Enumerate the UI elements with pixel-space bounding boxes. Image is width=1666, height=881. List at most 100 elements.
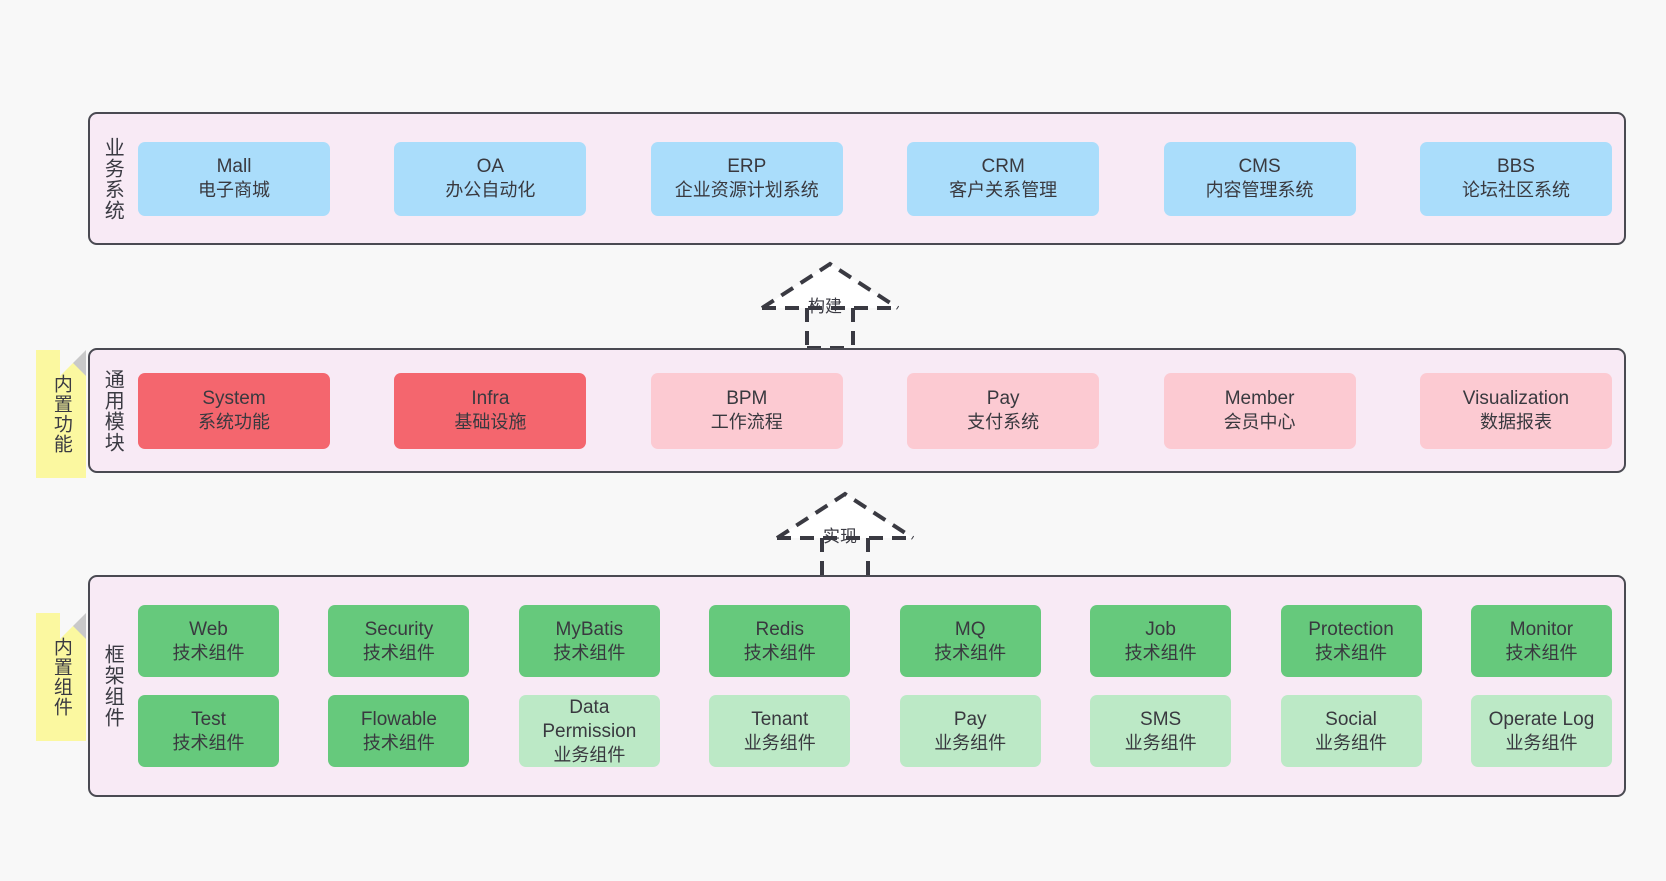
- component-card-desc: 技术组件: [172, 732, 245, 753]
- tech-component-card-name: Job: [1145, 618, 1176, 640]
- common-module-card-name: Infra: [471, 388, 510, 410]
- component-card-name: Test: [191, 708, 226, 730]
- component-card-desc: 业务组件: [934, 732, 1007, 753]
- component-card-name: Pay: [953, 708, 987, 730]
- business-system-card-name: BBS: [1496, 156, 1535, 178]
- business-system-card-desc: 企业资源计划系统: [674, 180, 819, 201]
- component-card-desc: 业务组件: [1315, 732, 1388, 753]
- tech-component-card-desc: 技术组件: [934, 642, 1007, 663]
- tech-component-card-desc: 技术组件: [1315, 642, 1388, 663]
- connector-implement: 实现: [765, 488, 925, 580]
- common-module-card-name: Pay: [986, 388, 1020, 410]
- business-system-card-desc: 电子商城: [198, 180, 270, 201]
- tech-component-card-name: Protection: [1308, 618, 1394, 640]
- layer-title-common-modules: 通用模块: [101, 368, 124, 453]
- component-card-name: Operate Log: [1488, 708, 1595, 730]
- component-card-name: Data Permission: [542, 696, 637, 742]
- tech-component-card-name: Monitor: [1509, 618, 1574, 640]
- common-module-card-name: System: [202, 388, 266, 410]
- component-card-desc: 业务组件: [743, 732, 816, 753]
- common-module-card-name: BPM: [726, 388, 768, 410]
- business-system-card-desc: 办公自动化: [445, 180, 536, 201]
- connector-implement-label: 实现: [823, 527, 857, 546]
- component-card-name: Social: [1325, 708, 1377, 730]
- business-system-card-name: ERP: [727, 156, 767, 178]
- tech-component-card-name: MQ: [954, 618, 986, 640]
- common-module-card-desc: 会员中心: [1223, 412, 1296, 433]
- common-module-card-desc: 数据报表: [1479, 412, 1552, 433]
- common-module-card-name: Visualization: [1462, 388, 1570, 410]
- tech-component-card-name: Web: [189, 618, 228, 640]
- sticky-fold-cut-icon: [60, 350, 86, 376]
- tech-component-card-desc: 技术组件: [172, 642, 245, 663]
- common-module-card-desc: 支付系统: [967, 412, 1040, 433]
- common-module-card-name: Member: [1224, 388, 1295, 410]
- business-system-card-name: CRM: [981, 156, 1025, 178]
- sticky-note-label: 内置功能: [50, 374, 72, 454]
- component-card-desc: 业务组件: [1124, 732, 1197, 753]
- tech-component-card-name: MyBatis: [555, 618, 624, 640]
- tech-component-card-desc: 技术组件: [1124, 642, 1197, 663]
- component-card-name: Flowable: [360, 708, 437, 730]
- connector-build: 构建: [750, 258, 910, 350]
- connector-build-label: 构建: [808, 297, 842, 316]
- sticky-fold-cut-icon: [60, 613, 86, 639]
- layer-title-framework-components: 框架组件: [101, 644, 124, 728]
- tech-component-card-name: Security: [364, 618, 434, 640]
- tech-component-card-desc: 技术组件: [362, 642, 435, 663]
- sticky-note-builtin-features: 内置功能: [36, 350, 86, 478]
- component-card-name: Tenant: [751, 708, 809, 730]
- sticky-note-label: 内置组件: [50, 637, 72, 717]
- component-card-name: SMS: [1140, 708, 1182, 730]
- business-system-card-name: OA: [476, 156, 505, 178]
- business-system-card-name: CMS: [1238, 156, 1281, 178]
- common-module-card-desc: 系统功能: [198, 412, 270, 433]
- sticky-note-builtin-components: 内置组件: [36, 613, 86, 741]
- common-module-card-desc: 基础设施: [454, 412, 527, 433]
- component-card-desc: 技术组件: [362, 732, 435, 753]
- component-card-desc: 业务组件: [1505, 732, 1578, 753]
- tech-component-card-desc: 技术组件: [553, 642, 626, 663]
- common-module-card-desc: 工作流程: [710, 412, 783, 433]
